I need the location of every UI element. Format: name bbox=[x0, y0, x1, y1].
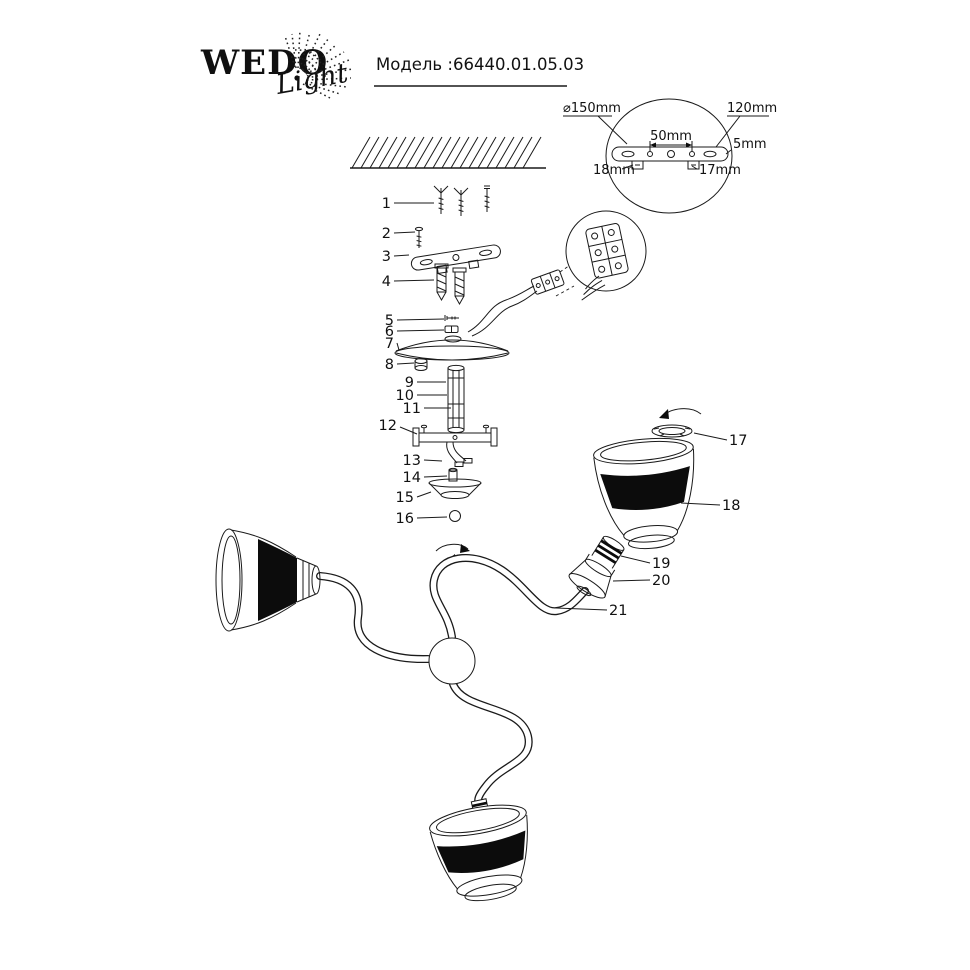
svg-text:10: 10 bbox=[396, 388, 414, 404]
dim-thickness: 5mm bbox=[725, 137, 767, 155]
svg-text:5: 5 bbox=[385, 313, 394, 329]
svg-text:19: 19 bbox=[652, 556, 670, 572]
spin-arrow-ring bbox=[659, 408, 702, 419]
part-label-10: 10 bbox=[396, 388, 447, 404]
part-label-20: 20 bbox=[612, 573, 670, 589]
part-center-tube bbox=[447, 364, 465, 434]
part-nut bbox=[414, 358, 428, 371]
part-label-19: 19 bbox=[620, 555, 670, 572]
part-label-6: 6 bbox=[385, 324, 445, 340]
part-label-8: 8 bbox=[385, 357, 415, 373]
dim-right-tab: 17mm bbox=[691, 163, 741, 178]
part-label-1: 1 bbox=[382, 196, 434, 212]
part-label-11: 11 bbox=[403, 401, 451, 417]
callout-link-line bbox=[555, 285, 575, 297]
flex-arm-left bbox=[316, 572, 432, 664]
svg-text:14: 14 bbox=[403, 470, 421, 486]
part-small-screw bbox=[414, 226, 424, 248]
svg-text:18: 18 bbox=[722, 498, 740, 514]
dim-hole-spacing: 50mm bbox=[649, 129, 693, 151]
model-label: Модель :66440.01.05.03 bbox=[376, 55, 584, 74]
svg-text:2: 2 bbox=[382, 226, 391, 242]
svg-text:11: 11 bbox=[403, 401, 421, 417]
part-label-9: 9 bbox=[405, 375, 446, 391]
part-label-2: 2 bbox=[382, 226, 416, 242]
dim-right-tab-label: 17mm bbox=[699, 163, 741, 178]
terminal-block bbox=[530, 269, 565, 295]
part-lamp-socket bbox=[568, 535, 625, 599]
svg-text:21: 21 bbox=[609, 603, 627, 619]
part-glass-shade bbox=[593, 437, 695, 550]
terminal-callout bbox=[565, 210, 647, 301]
svg-text:3: 3 bbox=[382, 249, 391, 265]
brand-logo: WEDO Light bbox=[200, 29, 353, 101]
part-label-17: 17 bbox=[693, 432, 747, 449]
part-label-3: 3 bbox=[382, 249, 410, 265]
svg-text:6: 6 bbox=[385, 324, 394, 340]
part-label-21: 21 bbox=[555, 603, 627, 619]
part-spacer bbox=[448, 467, 458, 482]
part-label-12: 12 bbox=[379, 418, 418, 435]
part-label-7: 7 bbox=[385, 336, 400, 352]
part-label-18: 18 bbox=[680, 498, 740, 514]
svg-text:12: 12 bbox=[379, 418, 397, 434]
dim-thickness-label: 5mm bbox=[733, 137, 767, 152]
part-label-14: 14 bbox=[403, 470, 448, 486]
flex-arm-right bbox=[429, 553, 589, 641]
bottom-shade bbox=[429, 804, 528, 902]
svg-text:1: 1 bbox=[382, 196, 391, 212]
part-label-13: 13 bbox=[403, 453, 443, 469]
svg-text:4: 4 bbox=[382, 274, 391, 290]
dim-plate-length: 120mm bbox=[715, 101, 777, 148]
dim-left-tab: 18mm bbox=[593, 163, 635, 178]
part-mounting-strap bbox=[410, 244, 501, 275]
svg-text:7: 7 bbox=[385, 336, 394, 352]
flex-arm-bottom bbox=[449, 680, 533, 808]
right-tab bbox=[687, 160, 700, 170]
part-label-4: 4 bbox=[382, 274, 435, 290]
part-label-5: 5 bbox=[385, 313, 445, 329]
part-canopy bbox=[394, 335, 510, 361]
dim-diameter-label: ⌀150mm bbox=[563, 101, 621, 116]
part-lead-wires bbox=[446, 441, 473, 467]
mounting-plate-callout bbox=[605, 98, 733, 214]
center-sphere bbox=[428, 637, 476, 685]
dim-diameter: ⌀150mm bbox=[563, 101, 628, 145]
supply-wires bbox=[467, 285, 538, 337]
part-wall-anchors bbox=[434, 263, 467, 306]
dim-hole-spacing-label: 50mm bbox=[650, 129, 692, 144]
part-label-15: 15 bbox=[396, 490, 432, 506]
part-labels: 1 2 3 4 5 6 7 8 9 10 11 12 13 14 15 16 1… bbox=[379, 196, 748, 619]
part-label-16: 16 bbox=[396, 511, 448, 527]
svg-text:17: 17 bbox=[729, 433, 747, 449]
part-retaining-ring bbox=[651, 424, 693, 438]
left-shade bbox=[215, 528, 321, 632]
svg-text:15: 15 bbox=[396, 490, 414, 506]
logo-dot-fan-icon bbox=[284, 29, 353, 99]
part-screw-small bbox=[444, 315, 459, 321]
brand-wordmark: WEDO bbox=[200, 43, 328, 83]
svg-text:8: 8 bbox=[385, 357, 394, 373]
svg-text:20: 20 bbox=[652, 573, 670, 589]
part-cone-cap bbox=[428, 478, 482, 499]
svg-text:9: 9 bbox=[405, 375, 414, 391]
svg-text:13: 13 bbox=[403, 453, 421, 469]
part-toggle-screws bbox=[433, 185, 490, 216]
ceiling-hatch bbox=[350, 136, 546, 169]
dim-left-tab-label: 18mm bbox=[593, 163, 635, 178]
dim-plate-length-label: 120mm bbox=[727, 101, 777, 116]
part-cable-clamp bbox=[444, 325, 459, 333]
part-cross-bracket bbox=[412, 424, 498, 447]
svg-text:16: 16 bbox=[396, 511, 414, 527]
part-finial-ball bbox=[449, 510, 461, 522]
